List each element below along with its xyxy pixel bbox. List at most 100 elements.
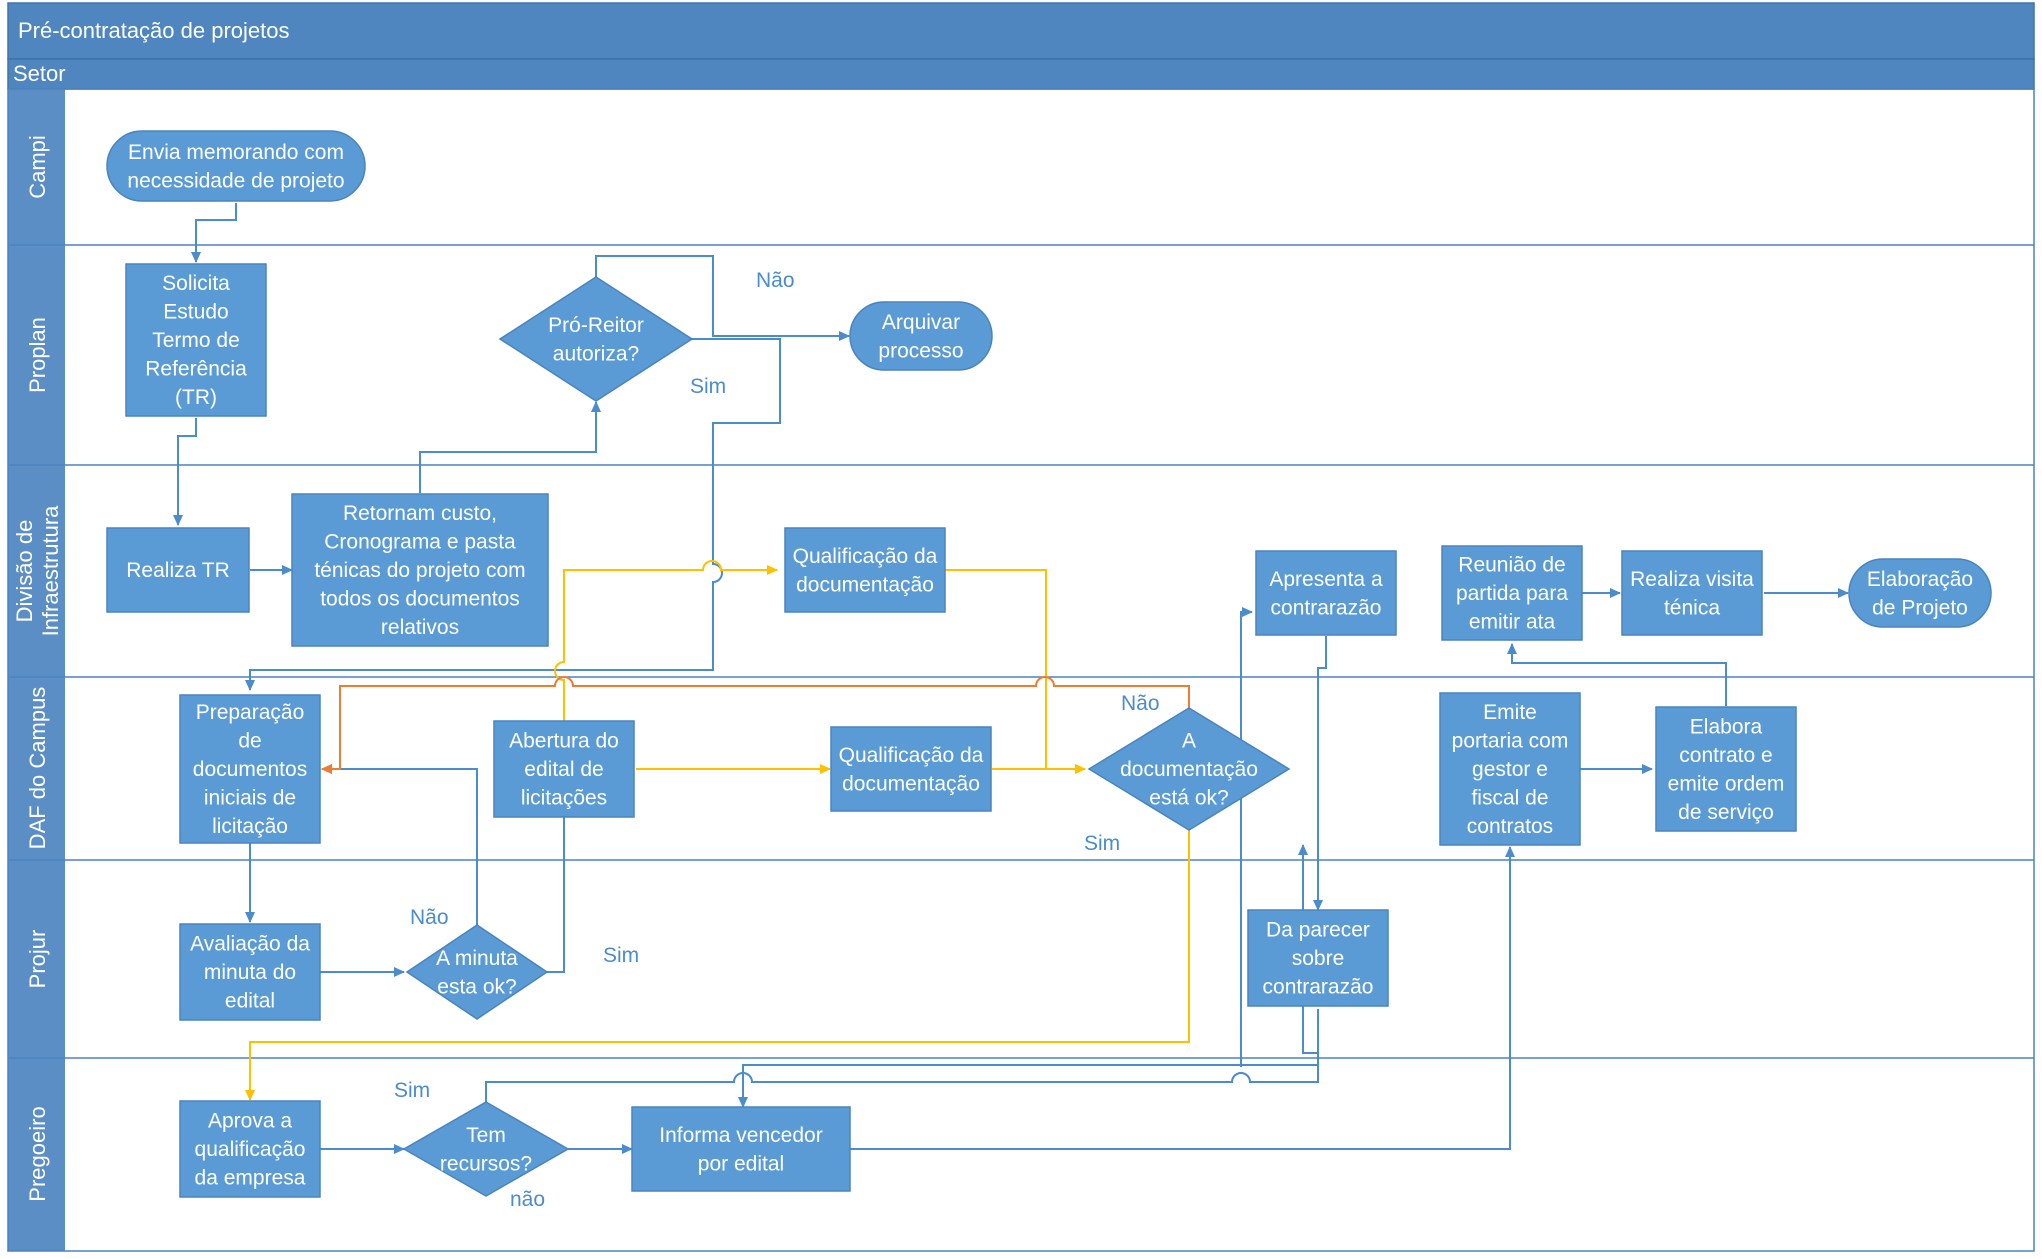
decision-shape [405,924,549,1020]
node-label-line: documentação [1120,758,1258,781]
node-label-line: edital de [524,758,603,781]
lanes-group [7,88,2035,1252]
node-label-line: Retornam custo, [343,502,497,525]
node-label-line: Estudo [163,301,228,324]
node-label-line: Realiza visita [1630,568,1754,591]
connector-retornam-proreitor [419,401,601,493]
node-label-line: Aprova a [208,1110,292,1133]
node-retornam: Retornam custo, Cronograma e pasta ténicas… [291,493,549,647]
connector-elabora-reuniao [1507,643,1727,706]
node-label-line: relativos [381,616,459,639]
node-label-line: ténicas do projeto com [314,559,525,582]
process-shape [1621,550,1763,636]
node-label-line: gestor e [1472,758,1548,781]
node-label-line: licitações [521,787,607,810]
node-label-line: necessidade de projeto [127,169,344,192]
node-label-line: Realiza TR [126,559,229,582]
node-qualif1: Qualificação da documentação [784,527,946,613]
node-label-line: Tem [466,1124,506,1147]
connector-proreitor-arquivar-nao [595,255,850,341]
title-bar [7,2,2035,60]
node-label-line: contratos [1467,815,1553,838]
node-label-line: processo [878,339,963,362]
node-label-line: de serviço [1678,801,1774,824]
node-label-line: Emite [1483,701,1537,724]
node-visita: Realiza visita ténica [1621,550,1763,636]
connectors-group [173,203,1849,1154]
node-label-line: Elabora [1690,715,1763,738]
process-shape [179,923,321,1021]
process-shape [125,263,267,417]
node-label-line: iniciais de [204,787,296,810]
lane-label-proplan: Proplan [25,317,50,393]
connector-minutaok-abertura-sim [546,792,569,973]
connector-informa-emite [850,846,1515,1150]
setor-header-bar [7,58,2035,90]
node-label-line: (TR) [175,386,217,409]
node-label-line: recursos? [440,1152,532,1175]
node-label-line: emitir ata [1469,611,1556,634]
lane-label-infra: Divisão deInfraestrutura [12,505,63,637]
node-label-line: da empresa [195,1167,306,1190]
node-label-line: Termo de [152,329,240,352]
node-aprova: Aprova a qualificação da empresa [179,1100,321,1198]
lane-label-pregoeiro: Pregoeiro [25,1106,50,1201]
node-label-line: Informa vencedor [659,1124,822,1147]
node-label-line: edital [225,990,275,1013]
node-label-line: Solicita [162,272,230,295]
lane-label-column [8,89,65,1251]
process-shape [1247,909,1389,1007]
node-label-line: por edital [698,1152,784,1175]
connector-daparecer-informa [738,1009,1319,1108]
node-label-line: Qualificação da [793,545,938,568]
node-envia: Envia memorando com necessidade de projet… [106,130,366,202]
process-shape [830,726,992,812]
node-label-line: A [1182,730,1196,753]
node-label-line: Qualificação da [839,744,984,767]
node-label-line: documentação [796,573,934,596]
process-shape [631,1106,851,1192]
connector-apresenta-daparecer [1313,636,1327,911]
node-label-line: Cronograma e pasta [324,531,516,554]
node-temrecursos: Tem recursos? [402,1101,570,1197]
edge-label-nao-minuta: Não [410,906,449,929]
node-label-line: Apresenta a [1269,568,1383,591]
node-label-line: Avaliação da [190,933,310,956]
lane-label-campi: Campi [25,135,50,199]
node-label-line: Envia memorando com [128,141,344,164]
node-label-line: licitação [212,815,288,838]
edge-label-sim-minuta: Sim [603,944,639,967]
edge-label-nao-docok: Não [1121,692,1160,715]
node-label-line: portaria com [1452,730,1569,753]
node-label-line: qualificação [195,1138,306,1161]
node-label-line: Da parecer [1266,919,1370,942]
node-realizatr: Realiza TR [106,527,250,613]
node-label-line: de [238,730,261,753]
setor-header-label: Setor [13,61,66,86]
node-label-line: contrato e [1679,744,1772,767]
lane-label-daf: DAF do Campus [25,687,50,850]
node-label-line: ténica [1664,596,1720,619]
node-label-line: A minuta [436,947,518,970]
process-shape [291,493,549,647]
node-label-line: Abertura do [509,730,619,753]
node-abertura: Abertura do edital de licitações [493,720,635,818]
connector-docok-preparacao-nao [321,676,1190,774]
process-shape [106,527,250,613]
node-label-line: fiscal de [1471,787,1548,810]
edge-label-nao-recursos: não [510,1188,545,1211]
terminal-shape [1848,558,1992,628]
connector-temrecursos-informa-sim [485,844,1319,1110]
terminal-shape [106,130,366,202]
